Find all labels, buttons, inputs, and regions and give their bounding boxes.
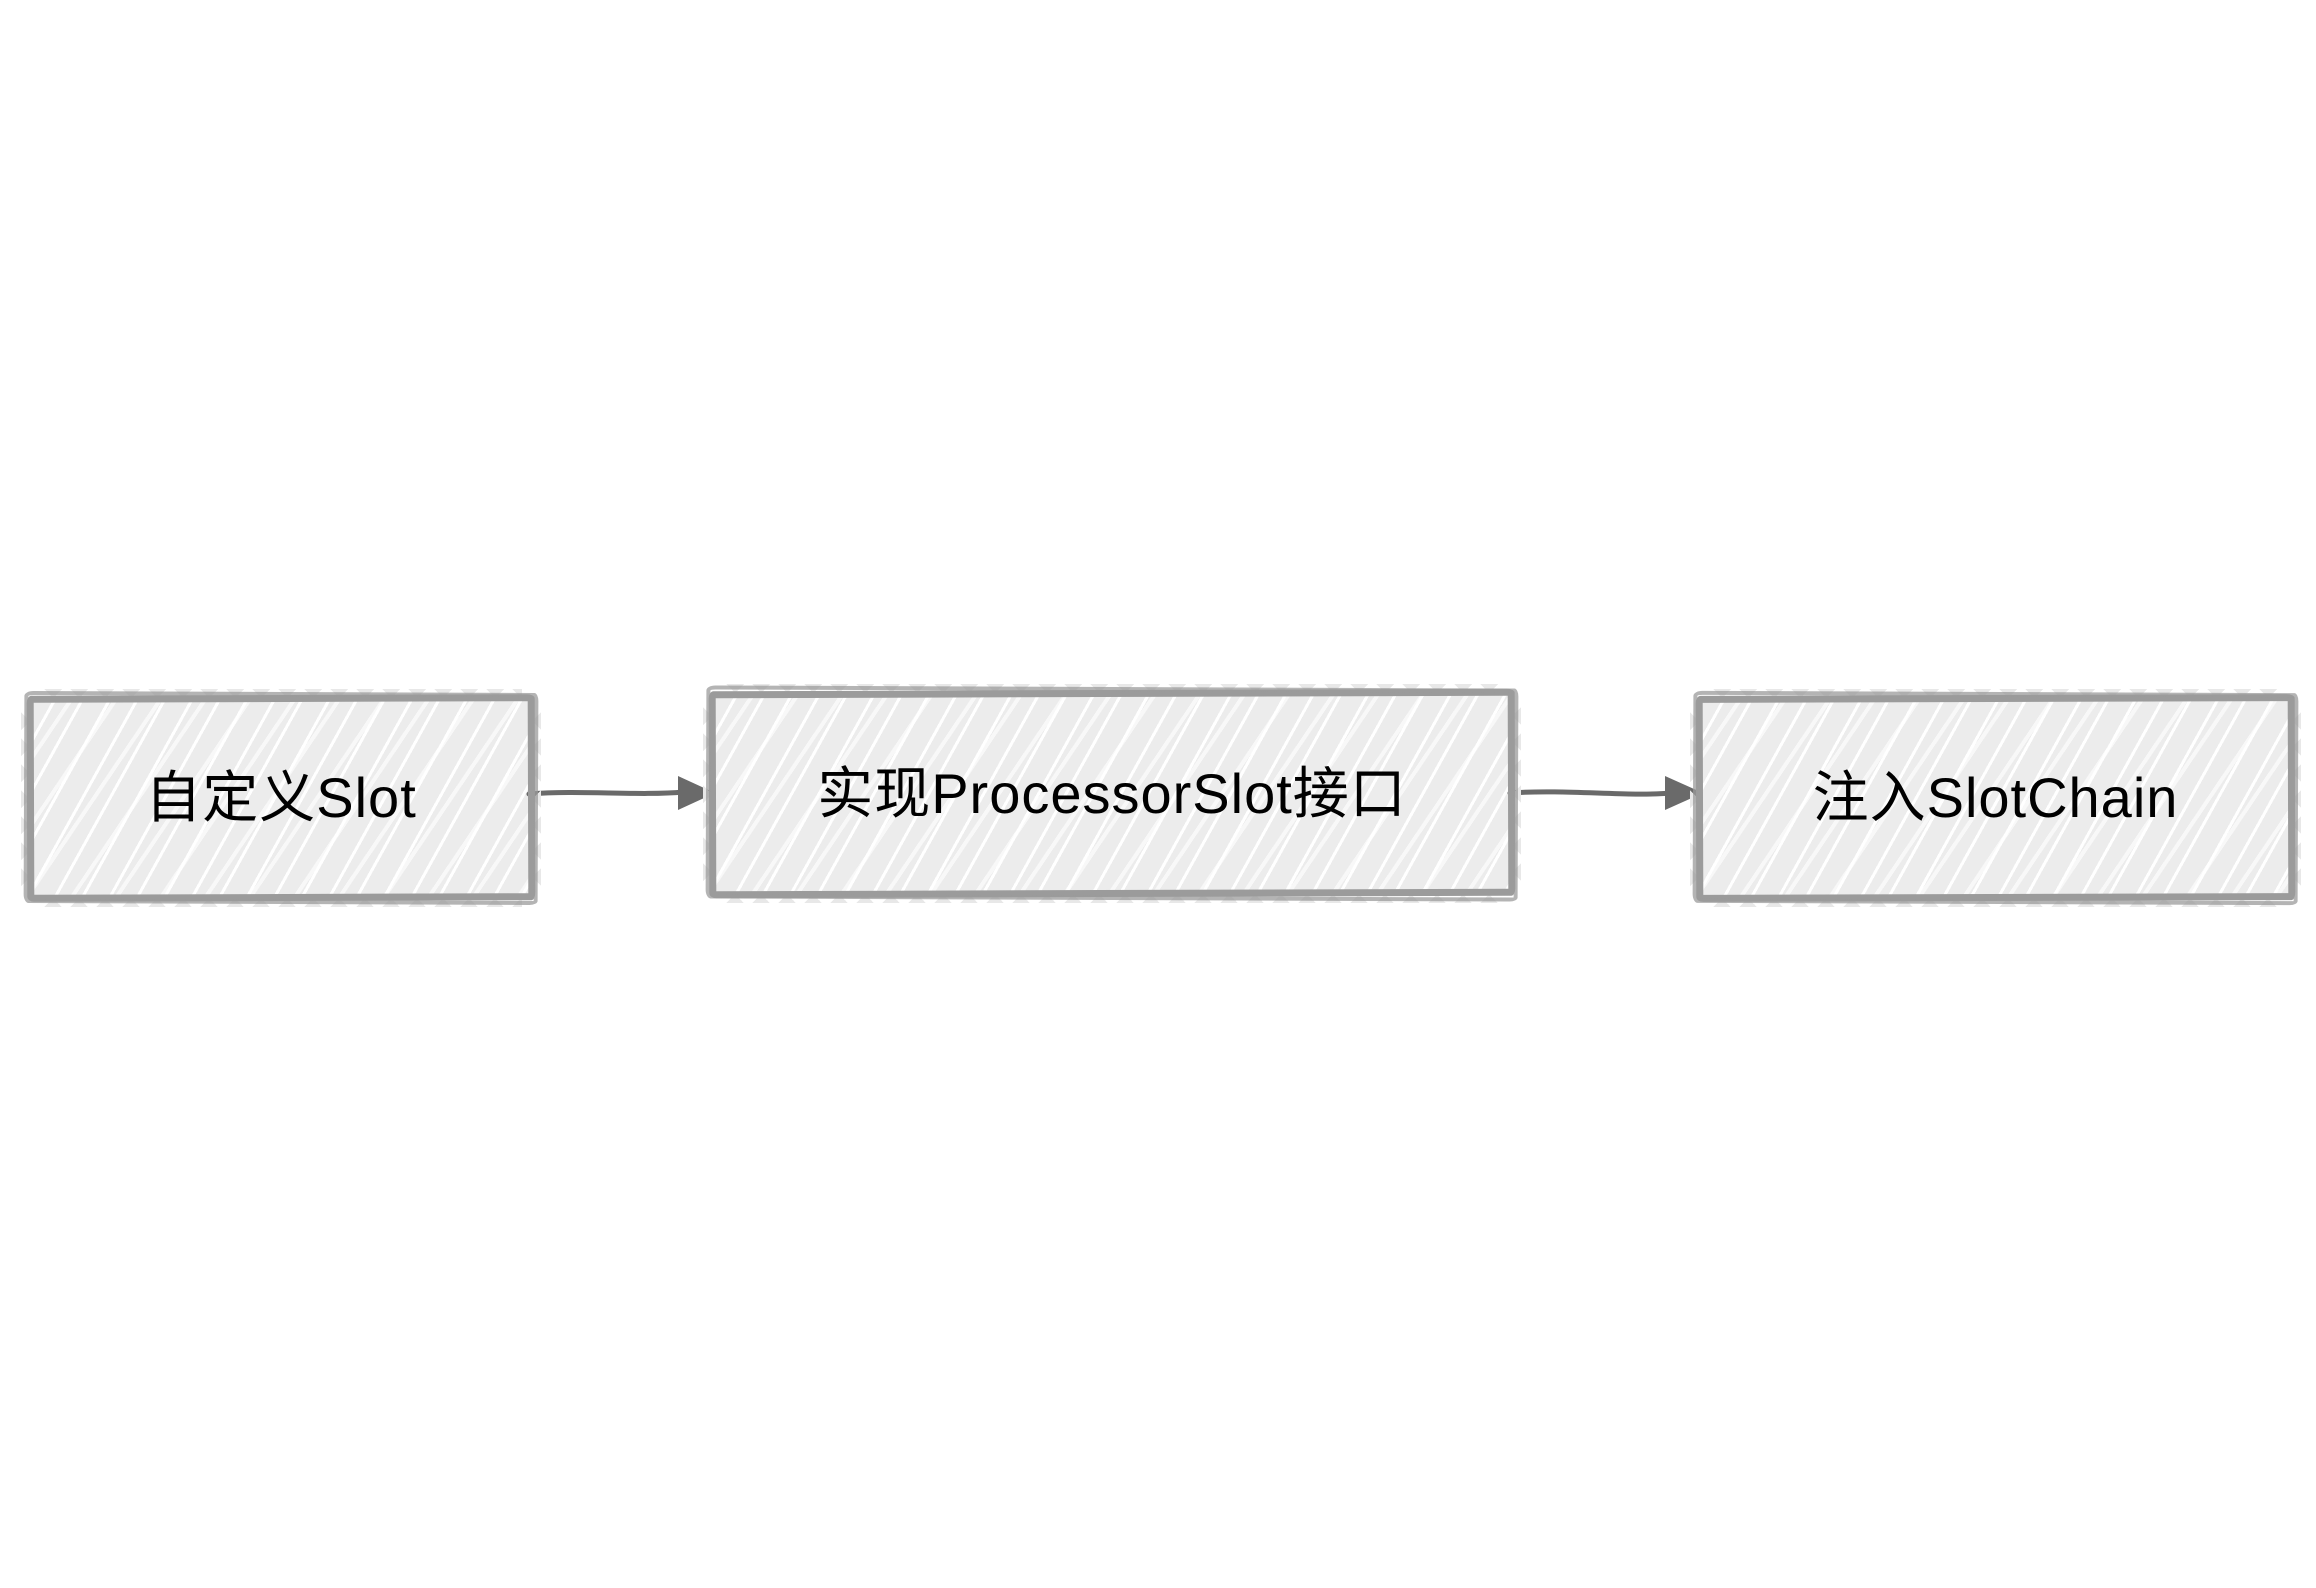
- node-implement-processor-slot: 实现ProcessorSlot接口: [703, 684, 1521, 903]
- hatch-overshoot-decoration: [1709, 689, 2282, 698]
- connector-arrow-1: [526, 776, 715, 810]
- hatch-overshoot-decoration: [2292, 708, 2301, 888]
- node-label: 自定义Slot: [145, 766, 417, 829]
- hatch-overshoot-decoration: [722, 684, 1502, 693]
- connector-arrow-2: [1507, 776, 1703, 810]
- arrowhead-icon: [1665, 776, 1703, 810]
- arrowhead-icon: [678, 776, 715, 810]
- arrow-line: [1507, 789, 1674, 797]
- node-custom-slot: 自定义Slot: [21, 689, 541, 907]
- hatch-overshoot-decoration: [722, 894, 1502, 903]
- arrow-line: [526, 789, 687, 797]
- hatch-overshoot-decoration: [1709, 898, 2282, 907]
- hatch-overshoot-decoration: [21, 708, 30, 888]
- hatch-overshoot-decoration: [40, 689, 522, 698]
- node-label: 实现ProcessorSlot接口: [817, 761, 1407, 825]
- node-inject-slot-chain: 注入SlotChain: [1690, 689, 2301, 907]
- hatch-overshoot-decoration: [40, 898, 522, 907]
- node-label: 注入SlotChain: [1812, 766, 2179, 829]
